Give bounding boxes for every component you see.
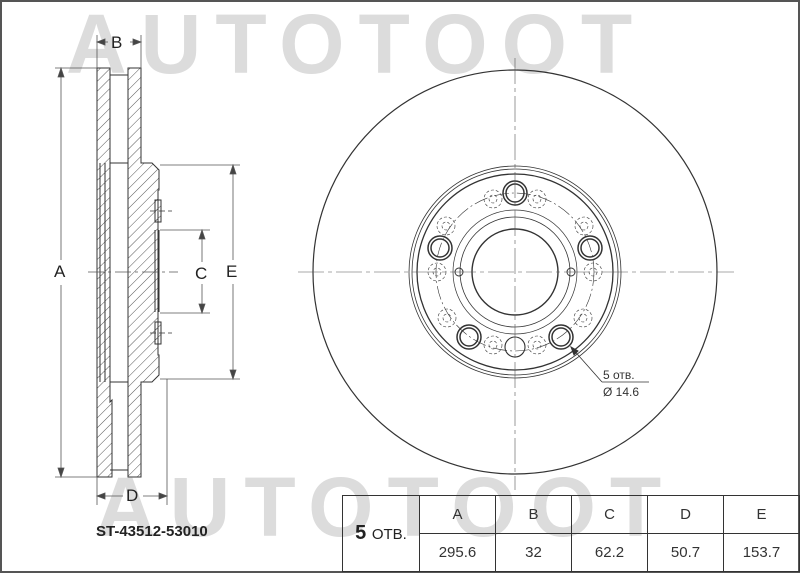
hole-diameter-note: Ø 14.6 <box>603 385 640 399</box>
header-a: A <box>419 495 496 534</box>
front-view <box>298 58 734 490</box>
value-b: 32 <box>495 533 572 572</box>
header-b: B <box>495 495 572 534</box>
spec-table: 5 ОТВ. A B C D E 295.6 32 62.2 50.7 153.… <box>342 495 800 572</box>
watermark-top: AUTOTOOT <box>66 0 647 91</box>
value-e: 153.7 <box>723 533 800 572</box>
dim-label-c: C <box>195 264 208 283</box>
dim-label-b: B <box>111 33 123 52</box>
dim-label-e: E <box>226 262 238 281</box>
holes-label: ОТВ. <box>371 526 407 543</box>
dim-label-d: D <box>126 486 139 505</box>
small-holes <box>427 189 603 355</box>
header-e: E <box>723 495 800 534</box>
header-d: D <box>647 495 724 534</box>
side-section-view <box>96 67 172 478</box>
holes-cell: 5 ОТВ. <box>342 495 420 572</box>
hole-count-note: 5 отв. <box>603 368 635 382</box>
value-c: 62.2 <box>571 533 648 572</box>
holes-count: 5 <box>355 522 367 544</box>
dim-label-a: A <box>54 262 66 281</box>
value-d: 50.7 <box>647 533 724 572</box>
header-c: C <box>571 495 648 534</box>
part-number: ST-43512-53010 <box>96 523 208 540</box>
dimension-lines <box>55 35 240 505</box>
value-a: 295.6 <box>419 533 496 572</box>
